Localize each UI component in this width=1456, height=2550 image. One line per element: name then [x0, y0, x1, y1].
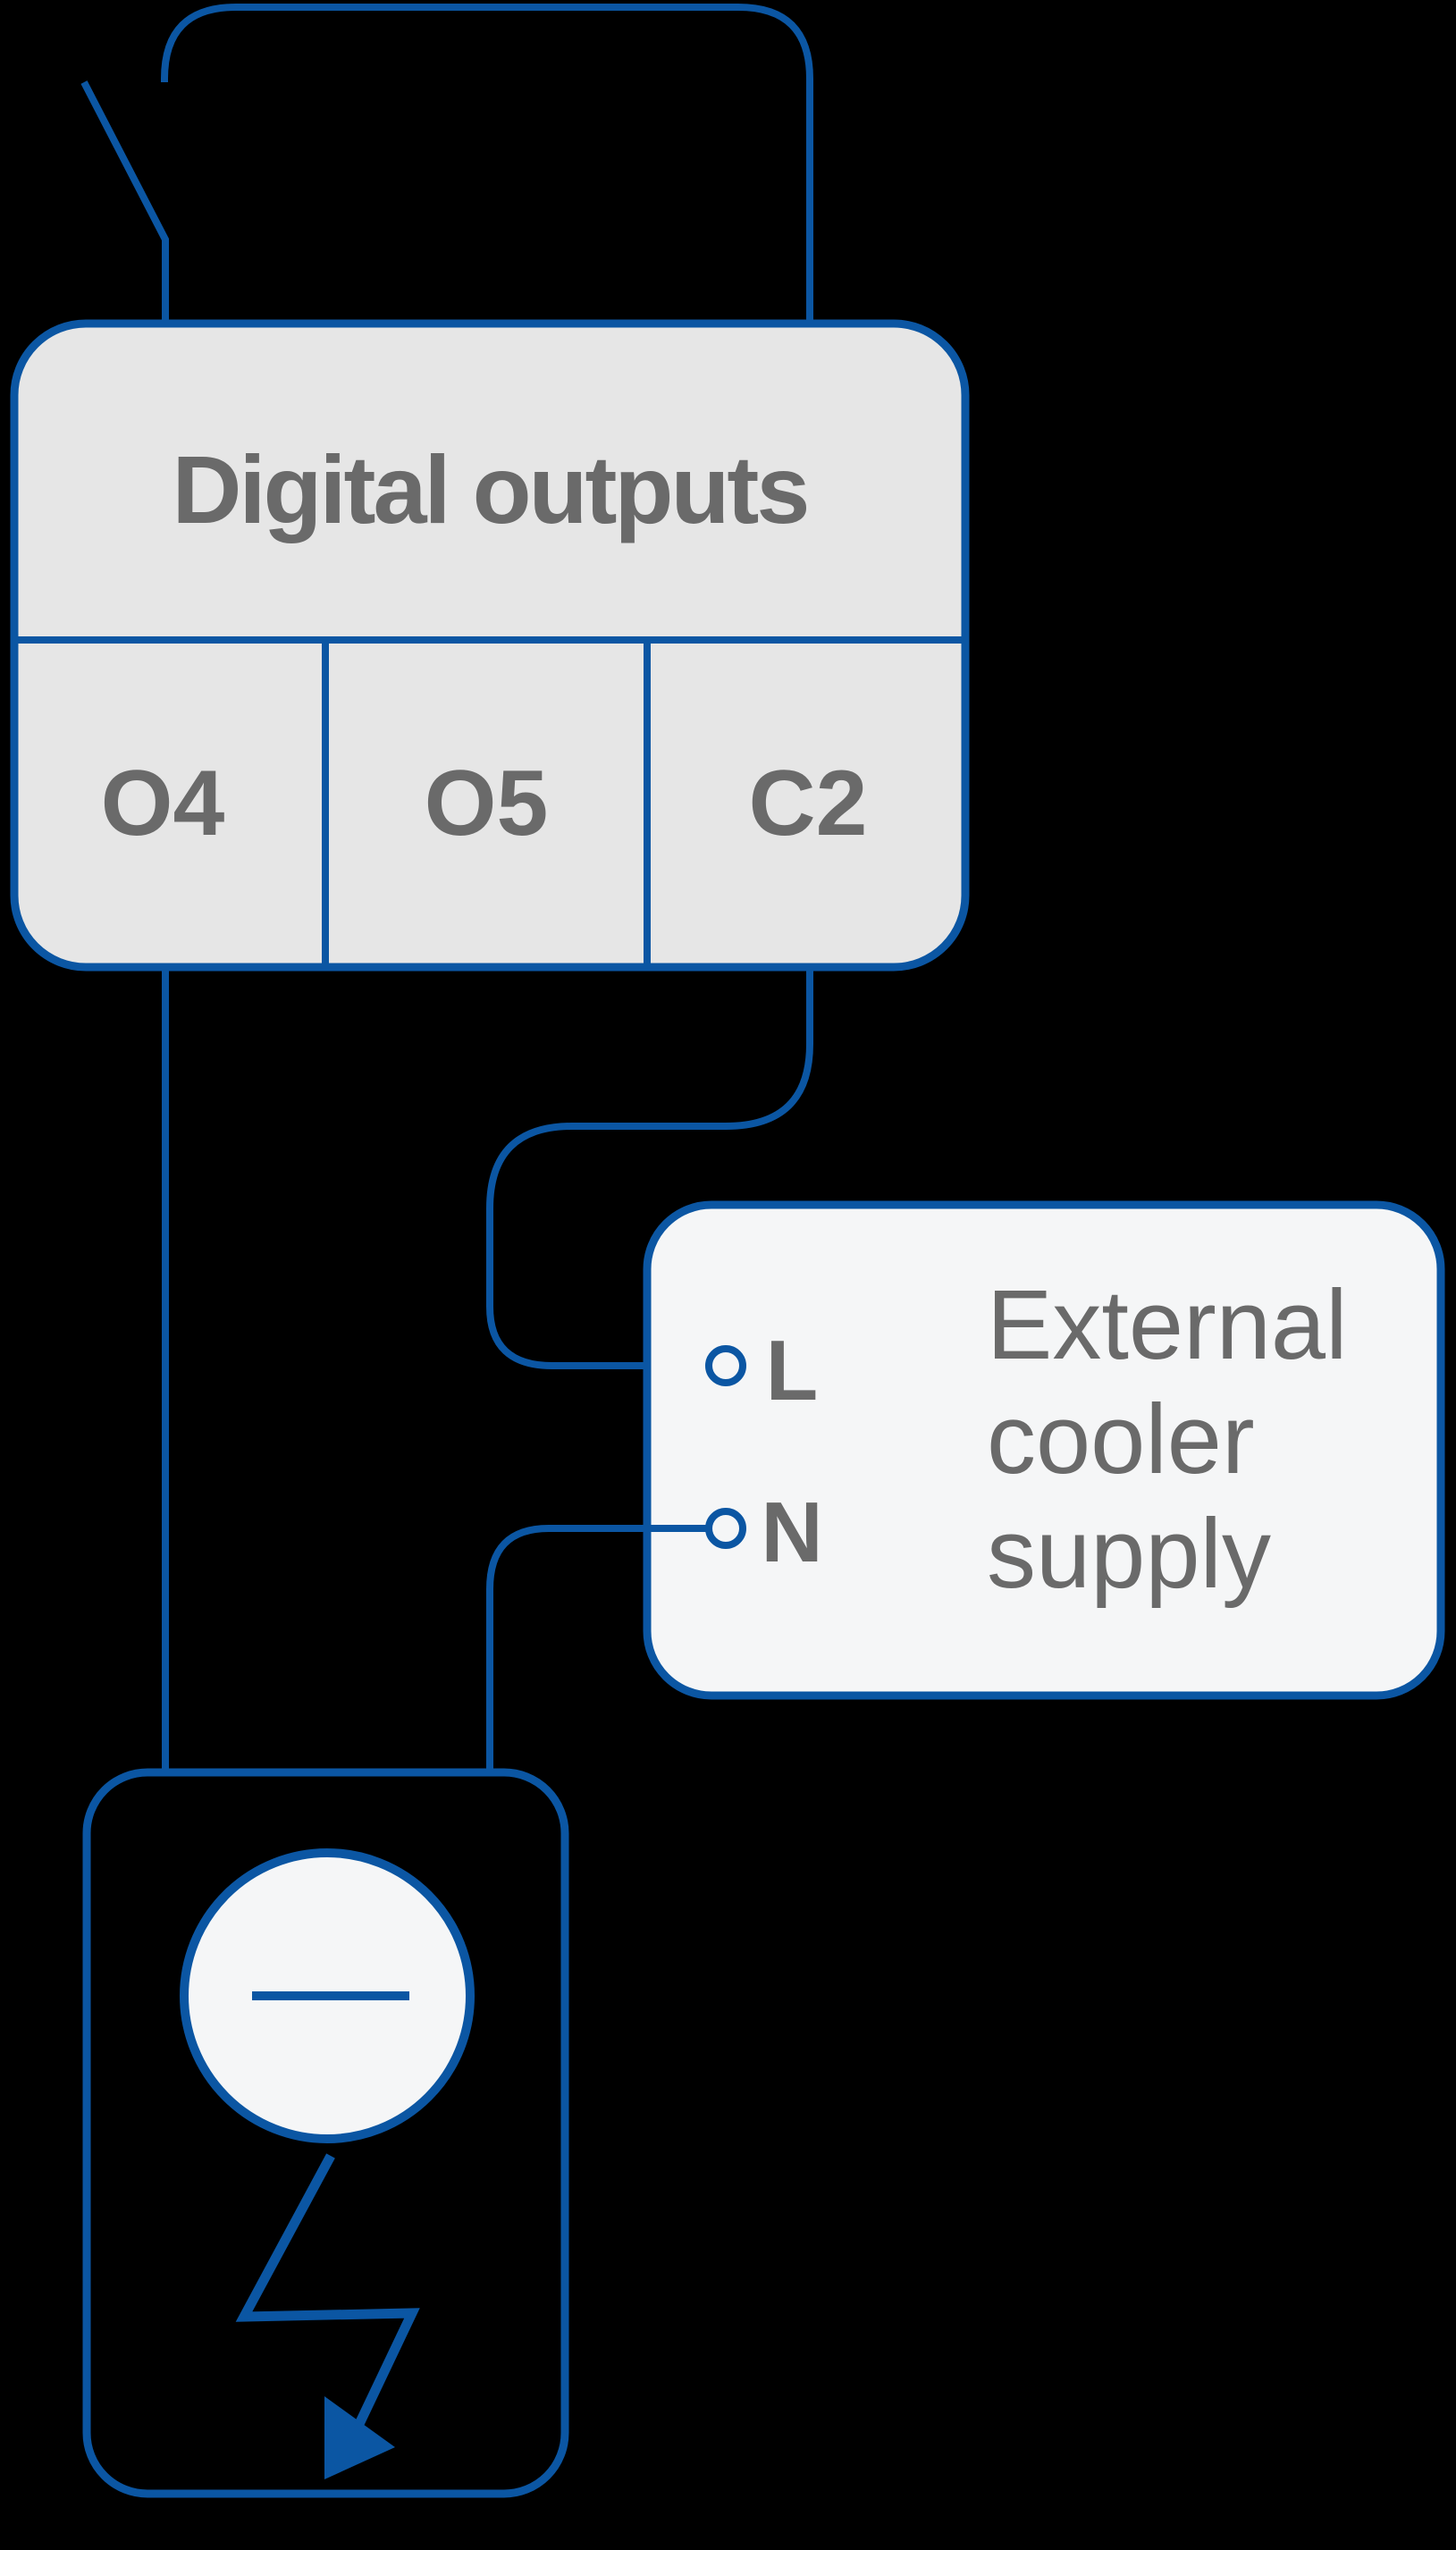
cooler-label-line-2: cooler	[987, 1384, 1255, 1494]
digital-outputs-title: Digital outputs	[173, 435, 808, 543]
terminal-label-l: L	[766, 1323, 819, 1418]
terminal-label-n: N	[761, 1485, 822, 1580]
terminal-cell-o4: O4	[101, 752, 225, 855]
cooler-label-line-3: supply	[987, 1499, 1271, 1609]
terminal-circle-l	[705, 1345, 746, 1386]
n-to-load-wire	[486, 1525, 709, 1772]
load-device-box	[82, 1768, 569, 2498]
lightning-bolt-line	[235, 2153, 420, 2427]
top-loop-wire	[161, 4, 813, 324]
terminal-cell-c2: C2	[749, 752, 868, 855]
terminal-circle-n	[705, 1508, 746, 1549]
open-switch-icon	[80, 80, 169, 324]
arrowhead	[324, 2396, 395, 2479]
external-cooler-box	[643, 1200, 1445, 1700]
digital-outputs-box	[10, 319, 970, 972]
c2-to-l-wire	[486, 967, 813, 1369]
lightning-arrow-icon	[235, 2153, 420, 2479]
cooler-label-line-1: External	[987, 1270, 1348, 1380]
terminal-cell-o5: O5	[425, 752, 549, 855]
